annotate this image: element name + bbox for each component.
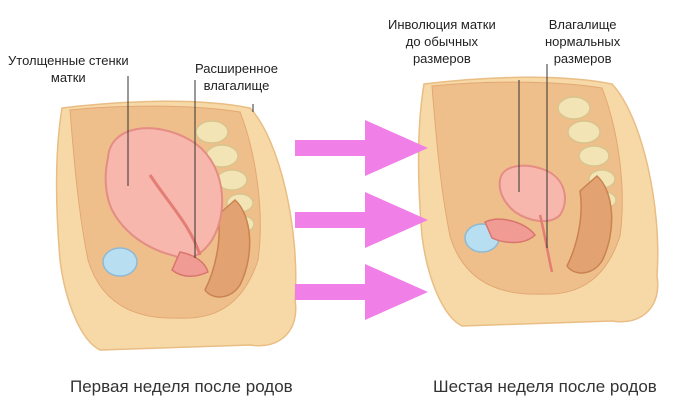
- label-involution-line1: Инволюция матки: [388, 17, 496, 32]
- caption-sixth-week: Шестая неделя после родов: [433, 377, 657, 396]
- label-vagina-line2: влагалище: [203, 78, 270, 93]
- label-involution-line3: размеров: [412, 51, 471, 66]
- label-vagina-line1: Расширенное: [195, 61, 278, 76]
- label-normal-line2: нормальных: [545, 34, 621, 49]
- label-uterus-involution: Инволюция матки до обычных размеров: [388, 16, 496, 67]
- transition-arrows: [295, 120, 428, 320]
- label-involution-line2: до обычных: [405, 34, 478, 49]
- label-normal-vagina: Влагалище нормальных размеров: [545, 16, 620, 67]
- arrow-3: [295, 264, 428, 320]
- label-thickened-walls: Утолщенные стенки матки: [8, 52, 129, 86]
- right-anatomy: [417, 64, 659, 327]
- left-vagina: [171, 251, 209, 277]
- label-walls-line2: матки: [50, 70, 86, 85]
- label-expanded-vagina: Расширенное влагалище: [195, 60, 278, 94]
- label-walls-line1: Утолщенные стенки: [8, 53, 129, 68]
- right-uterus: [498, 164, 566, 223]
- label-normal-line1: Влагалище: [548, 17, 617, 32]
- right-vagina: [484, 218, 536, 244]
- left-anatomy: [55, 76, 297, 351]
- caption-first-week: Первая неделя после родов: [70, 377, 293, 396]
- arrow-1: [295, 120, 428, 176]
- arrow-2: [295, 192, 428, 248]
- label-normal-line3: размеров: [553, 51, 612, 66]
